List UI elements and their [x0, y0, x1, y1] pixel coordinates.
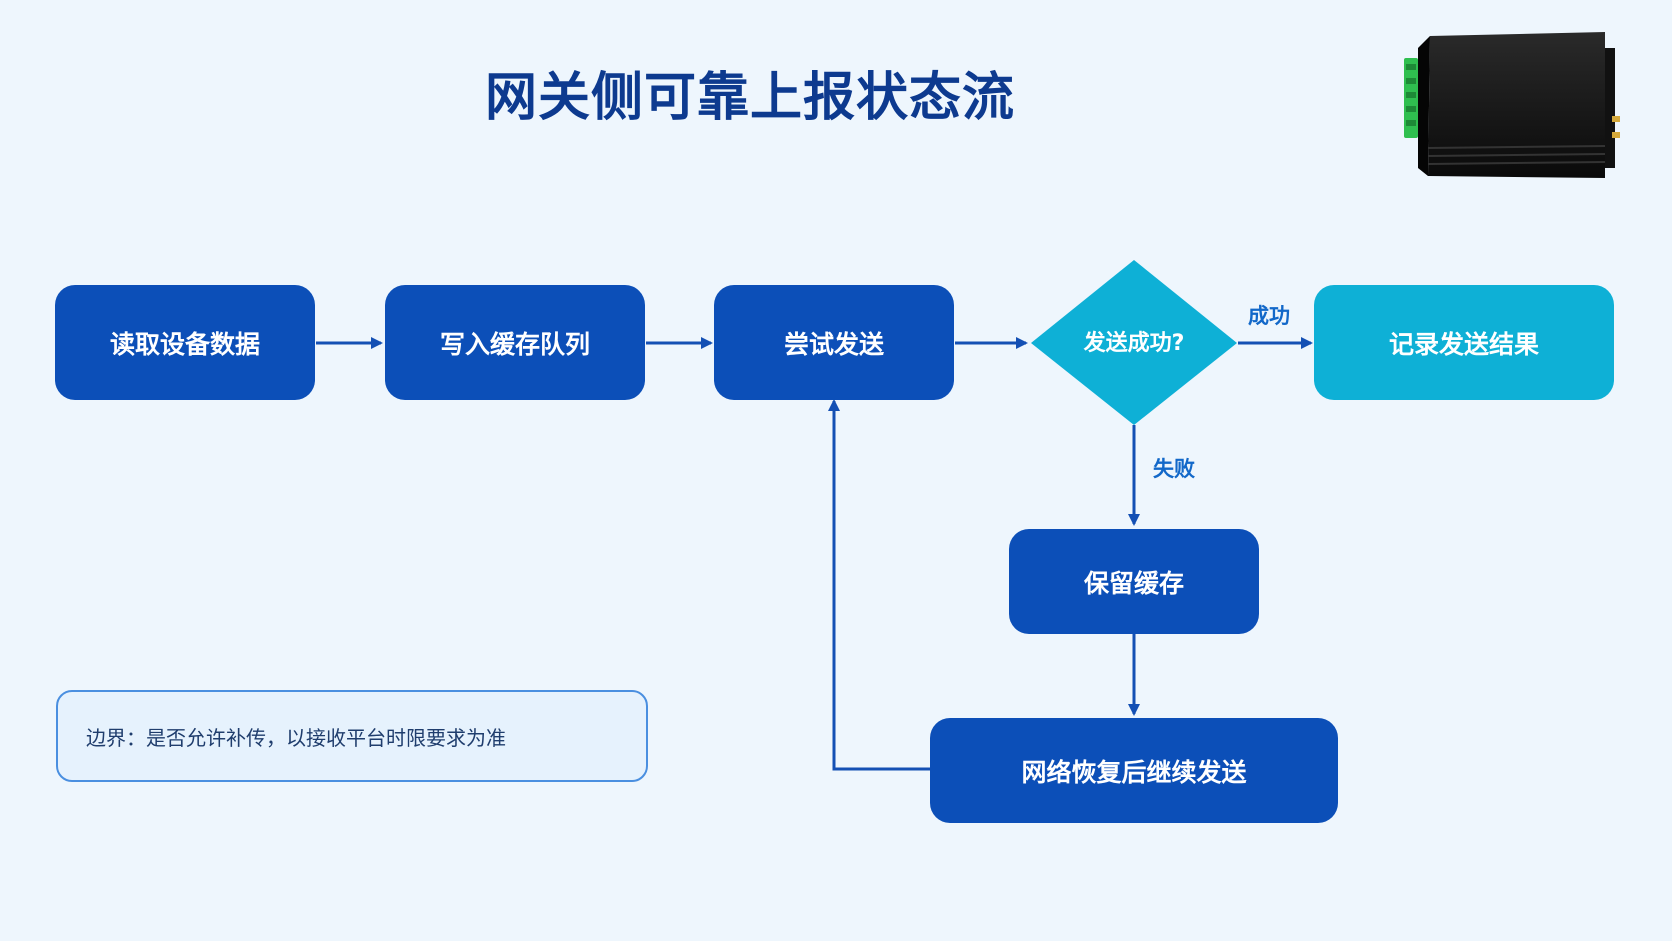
- node-read-device-data: 读取设备数据: [55, 285, 315, 400]
- node-write-cache-queue: 写入缓存队列: [385, 285, 645, 400]
- node-try-send: 尝试发送: [714, 285, 954, 400]
- page-title: 网关侧可靠上报状态流: [484, 68, 1015, 128]
- node-record-result: 记录发送结果: [1314, 285, 1614, 400]
- industrial-gateway-device-icon: [1404, 32, 1620, 178]
- edge-label-fail: 失败: [1153, 457, 1195, 481]
- arrow-resume-to-try: [828, 399, 930, 771]
- boundary-note-text: 边界：是否允许补传，以接收平台时限要求为准: [86, 725, 506, 750]
- decision-label: 发送成功?: [1083, 331, 1185, 356]
- node-resume-send: 网络恢复后继续发送: [930, 718, 1338, 823]
- decision-diamond: [1031, 260, 1237, 425]
- edge-label-success: 成功: [1248, 304, 1290, 328]
- node-keep-cache: 保留缓存: [1009, 529, 1259, 634]
- boundary-note: 边界：是否允许补传，以接收平台时限要求为准: [56, 690, 648, 782]
